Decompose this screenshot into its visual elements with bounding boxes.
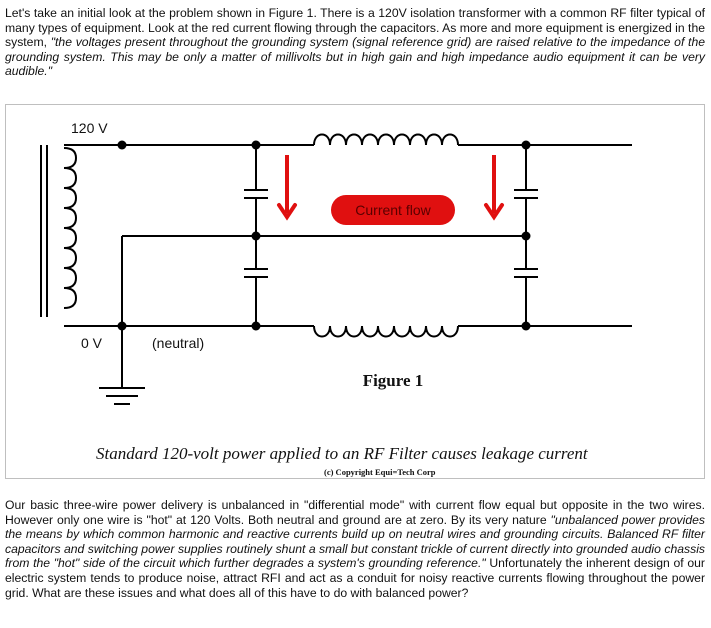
figure-1: Current flow 120 V 0 V (neutral) Figure … bbox=[5, 104, 705, 479]
junction-dot bbox=[521, 231, 531, 241]
circuit-wires bbox=[40, 133, 632, 405]
junction-dot bbox=[521, 140, 531, 150]
junction-dot bbox=[117, 140, 127, 150]
current-flow-label: Current flow bbox=[355, 202, 431, 218]
label-neutral: (neutral) bbox=[152, 335, 204, 351]
top-inductor bbox=[313, 133, 459, 146]
junction-dot bbox=[251, 140, 261, 150]
current-arrows bbox=[277, 155, 504, 221]
circuit-diagram: Current flow 120 V 0 V (neutral) Figure … bbox=[40, 120, 632, 477]
body-lead: Our basic three-wire power delivery is u… bbox=[5, 498, 705, 527]
intro-quote: "the voltages present throughout the gro… bbox=[5, 35, 705, 79]
bottom-inductor bbox=[313, 325, 459, 338]
intro-lead: Let's take an initial look at the proble… bbox=[5, 6, 705, 50]
label-120v: 120 V bbox=[71, 120, 108, 136]
junction-dot bbox=[117, 321, 127, 331]
junction-dot bbox=[251, 321, 261, 331]
transformer-coil bbox=[63, 147, 78, 309]
junction-dots bbox=[117, 140, 531, 331]
figure-caption: Standard 120-volt power applied to an RF… bbox=[96, 444, 589, 463]
body-paragraph: Our basic three-wire power delivery is u… bbox=[5, 498, 705, 600]
junction-dot bbox=[251, 231, 261, 241]
red-arrowhead-left bbox=[277, 203, 297, 221]
current-flow-pill bbox=[331, 195, 455, 225]
figure-title: Figure 1 bbox=[363, 371, 424, 390]
body-quote: "unbalanced power provides the means by … bbox=[5, 512, 705, 571]
figure-copyright: (c) Copyright Equi=Tech Corp bbox=[324, 467, 436, 477]
label-0v: 0 V bbox=[81, 335, 103, 351]
red-arrowhead-right bbox=[484, 203, 504, 221]
junction-dot bbox=[521, 321, 531, 331]
body-tail: Unfortunately the inherent design of our… bbox=[5, 556, 705, 600]
intro-paragraph: Let's take an initial look at the proble… bbox=[5, 6, 705, 79]
